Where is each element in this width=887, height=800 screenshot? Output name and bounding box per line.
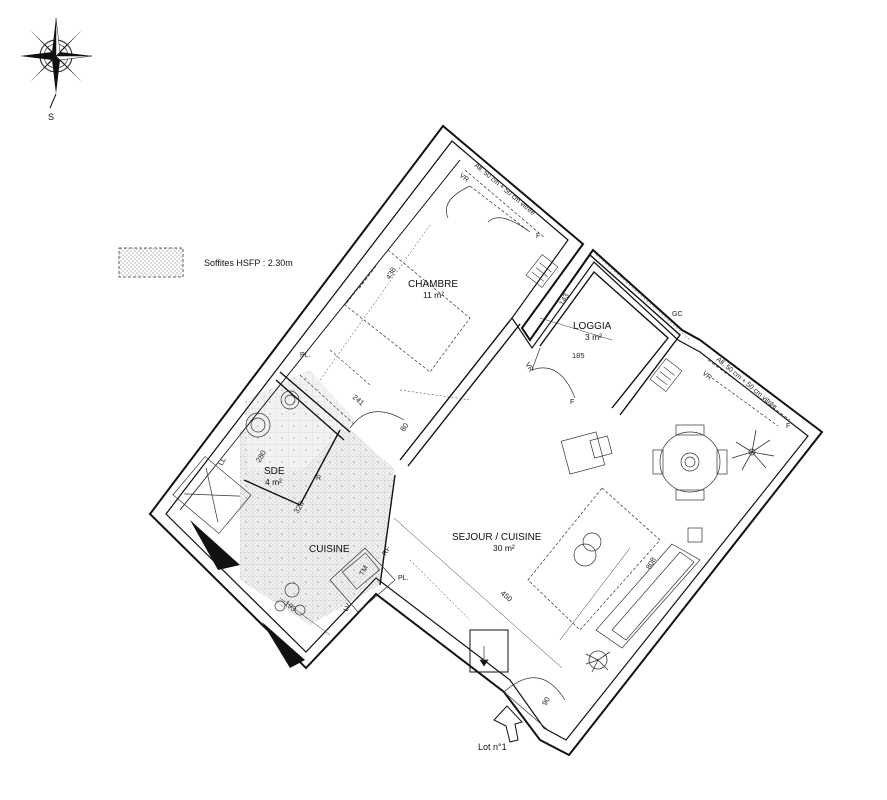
entry-door-swing	[503, 677, 566, 731]
shower-tray	[172, 456, 252, 534]
plant-bottom-icon	[585, 650, 611, 673]
bedroom-door-swing	[349, 411, 405, 429]
soffit-legend-swatch	[118, 247, 184, 278]
room-sejour-name: SEJOUR / CUISINE	[452, 532, 542, 543]
annotation-f-bedroom: F	[536, 233, 540, 240]
exterior-walls	[148, 124, 824, 757]
room-chambre-area: 11 m²	[423, 290, 444, 300]
room-loggia-area: 3 m²	[585, 332, 602, 342]
dining-table	[652, 424, 728, 501]
dimension-438: 438	[384, 266, 398, 281]
window-reveal-sde	[190, 520, 240, 570]
bed	[344, 249, 471, 373]
annotation-tm: TM	[359, 565, 370, 577]
plant-icon	[731, 429, 775, 471]
room-chambre-name: CHAMBRE	[408, 279, 458, 290]
room-sde-name: SDE	[264, 466, 285, 477]
dimension-450: 450	[499, 589, 514, 604]
radiator-living	[649, 358, 683, 392]
annotation-vr-living: VR	[701, 370, 713, 382]
bathroom-sink	[245, 390, 300, 438]
annotation-lv: LV	[343, 602, 353, 613]
annotation-f-living: F	[786, 423, 790, 430]
compass-south-label: S	[48, 112, 54, 122]
wall-lines	[165, 140, 461, 515]
dimension-185: 185	[572, 351, 585, 360]
kitchen-counter	[274, 547, 396, 616]
annotation-r: R	[316, 475, 321, 482]
dimension-241: 241	[351, 393, 366, 408]
sofa	[595, 527, 703, 649]
annotation-ll: LL	[218, 457, 228, 467]
compass-rose-icon	[20, 17, 93, 109]
soffit-zone-kitchen	[240, 420, 395, 625]
annotation-rf: RF	[382, 545, 393, 557]
radiator-bedroom	[525, 254, 559, 288]
bedroom-window-swing	[446, 185, 531, 233]
entry-cabinet	[479, 646, 489, 667]
dimension-lines	[279, 317, 631, 669]
room-sde-area: 4 m²	[265, 477, 282, 487]
window-bedroom	[464, 169, 546, 239]
annotation-f-loggia: F	[570, 399, 574, 406]
window-living	[707, 359, 791, 427]
soffit-legend-text: Soffites HSFP : 2.30m	[204, 258, 293, 268]
dimension-808: 808	[644, 556, 658, 571]
annotation-gc: GC	[672, 311, 683, 318]
annotation-allege-bedroom: All. 50 cm + 50 cm vitrée	[473, 162, 536, 217]
annotation-pl-living: PL.	[398, 575, 409, 582]
loggia-door-swing	[531, 347, 576, 399]
room-cuisine-name: CUISINE	[309, 544, 350, 555]
dimension-80: 80	[398, 421, 410, 433]
wardrobe	[299, 349, 371, 426]
room-sejour-area: 30 m²	[493, 543, 515, 553]
window-reveal-kitchen	[262, 622, 305, 668]
room-loggia-name: LOGGIA	[573, 321, 612, 332]
rug	[527, 487, 661, 631]
dimension-143: 143	[557, 292, 571, 307]
annotation-vr-loggia: VR	[523, 362, 534, 374]
entrance-label: Lot n°1	[478, 742, 507, 752]
dimension-90: 90	[540, 695, 552, 707]
guide-lines	[319, 224, 691, 621]
armchair	[560, 431, 613, 475]
coffee-table	[573, 532, 602, 567]
annotation-pl-bedroom: PL.	[300, 352, 311, 359]
entrance-arrow-icon	[493, 705, 523, 743]
annotation-vr-bedroom: VR	[458, 172, 470, 184]
